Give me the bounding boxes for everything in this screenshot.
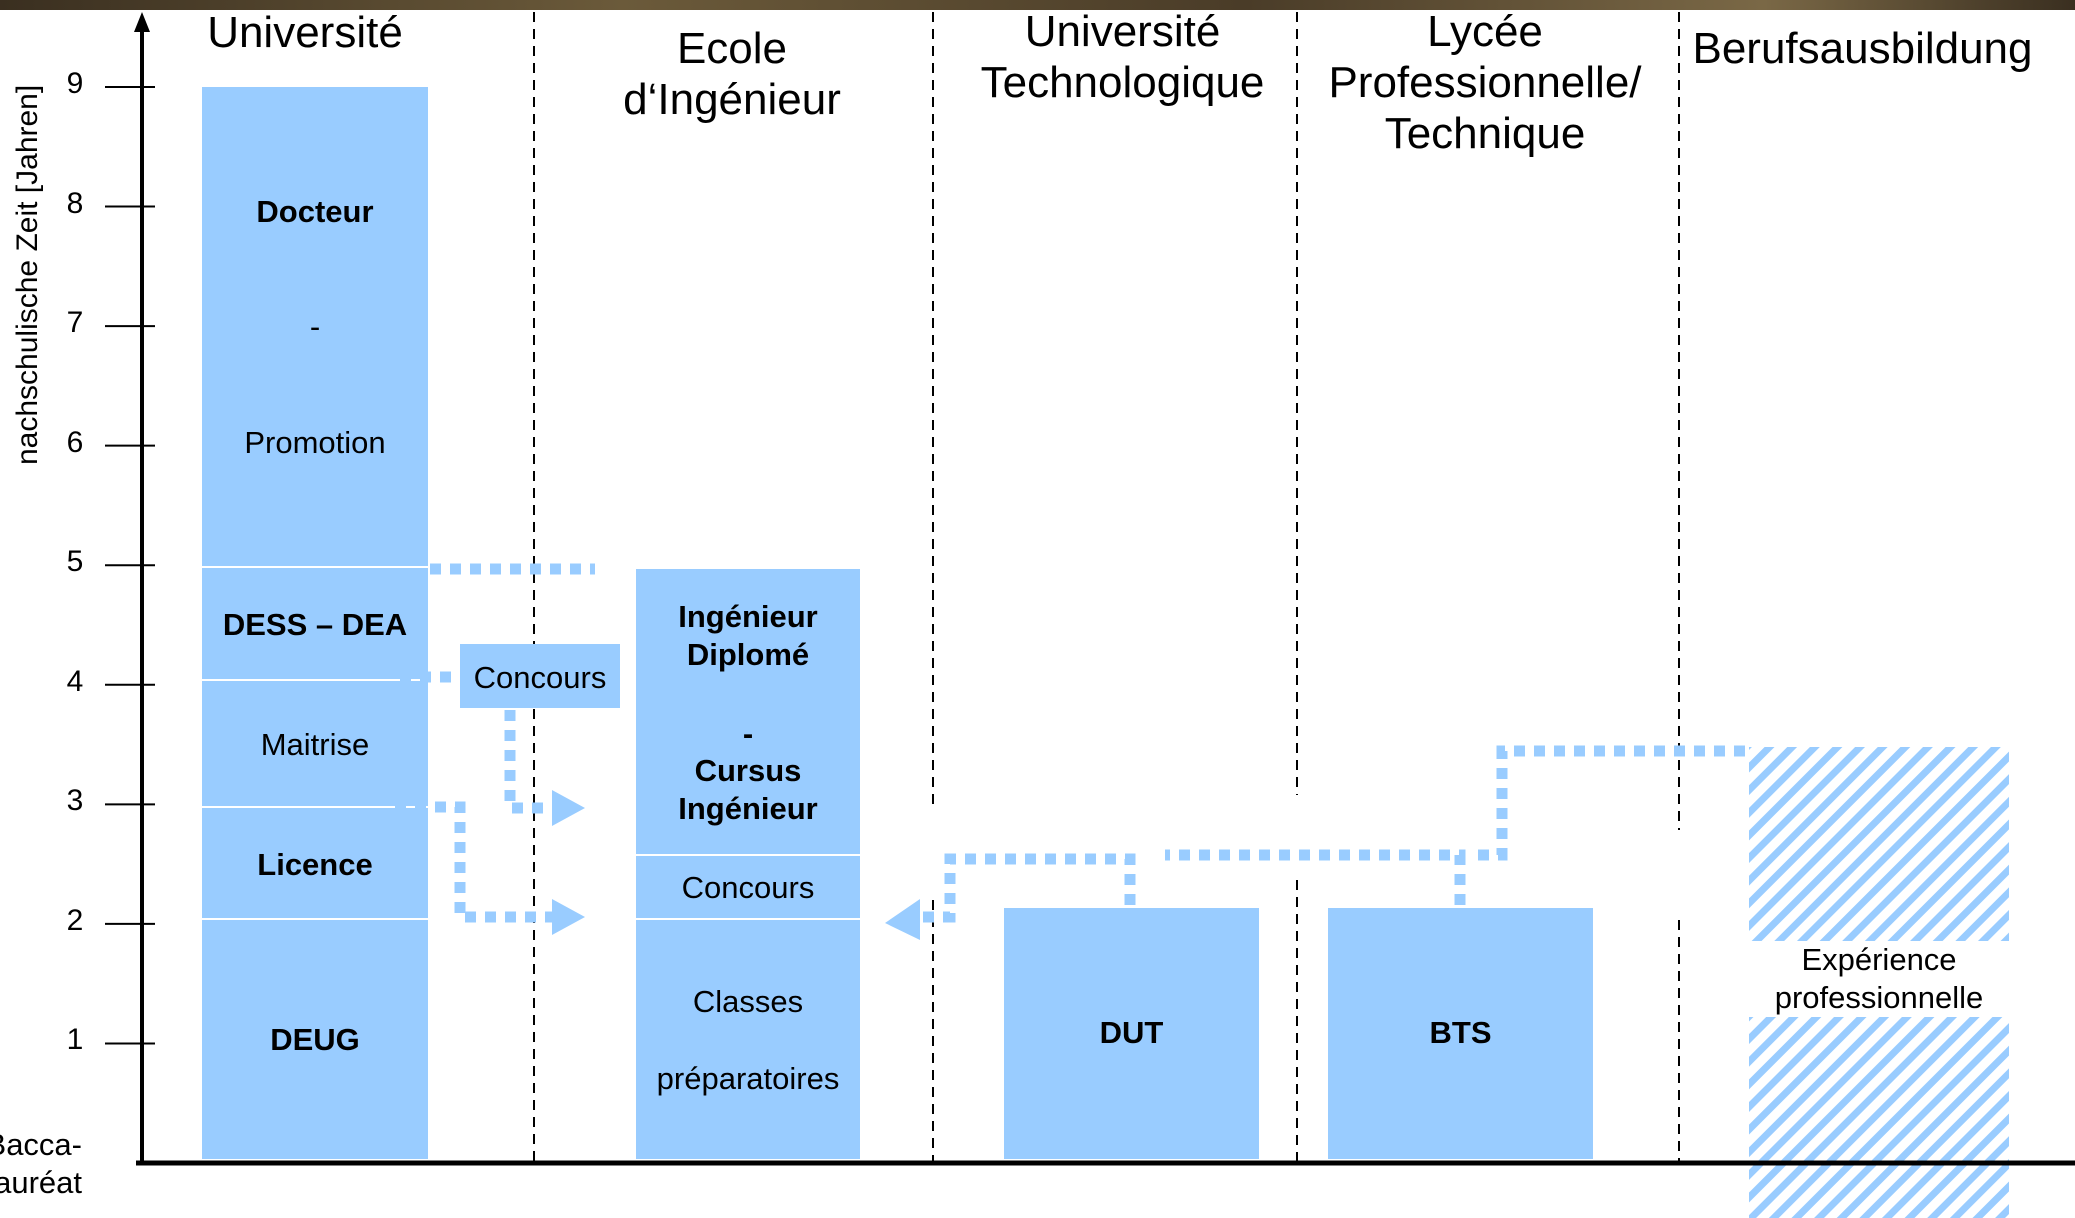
heading-line: Université [1024, 7, 1221, 56]
label-experience: Expérience professionnelle [1749, 941, 2009, 1017]
bts-block [1328, 908, 1593, 1159]
label-ingenieur-diplome: Ingénieur Diplomé [678, 599, 818, 672]
universite-block [202, 87, 428, 1159]
label-dash: - [309, 309, 321, 344]
heading-line: Lycée [1427, 7, 1543, 56]
y-tick-label: 5 [66, 545, 84, 579]
label-dut: DUT [1099, 1015, 1164, 1050]
y-tick-label: 1 [66, 1023, 84, 1057]
y-tick-label: 9 [66, 67, 84, 100]
label-promotion: Promotion [244, 425, 386, 460]
concours-box [460, 644, 620, 708]
ecole-block [636, 569, 860, 1159]
y-tick-label: 2 [66, 903, 84, 937]
baseline-label: Bacca- lauréat [0, 1126, 82, 1202]
ecole-separators [636, 854, 860, 920]
universite-separators [202, 566, 428, 920]
y-tick-label: 7 [66, 306, 84, 340]
label-classes: Classes [692, 984, 804, 1019]
y-tick-label: 8 [66, 186, 84, 220]
arrow-heads [552, 790, 920, 940]
label-licence: Licence [257, 847, 373, 882]
dut-to-ecole-path [915, 853, 1136, 923]
y-tick-label: 3 [66, 784, 84, 818]
arrow-head [552, 899, 585, 935]
y-axis-arrowhead [134, 12, 150, 32]
heading-line: Technologique [980, 58, 1265, 107]
experience-to-bts-path [1470, 745, 1745, 861]
bts-to-dut-path [1165, 849, 1466, 905]
column-heading-ecole: Ecole d‘Ingénieur [582, 23, 882, 125]
label-deug: DEUG [270, 1022, 360, 1057]
label-dess-dea: DESS – DEA [222, 607, 408, 642]
label-ecole-dash: - [742, 716, 754, 751]
heading-line: d‘Ingénieur [623, 75, 841, 124]
heading-line: Professionnelle/ [1328, 58, 1642, 107]
licence-to-ecole-path [395, 801, 555, 923]
baseline-label-line: lauréat [0, 1165, 82, 1200]
label-concours-side: Concours [473, 660, 607, 695]
label-bts: BTS [1429, 1015, 1492, 1050]
label-cursus-ingenieur: Cursus Ingénieur [678, 753, 818, 826]
dut-block [1004, 908, 1259, 1159]
label-concours-ecole: Concours [681, 870, 815, 905]
column-heading-universite-technologique: Université Technologique [960, 6, 1285, 108]
arrow-head [552, 790, 585, 826]
background-strip [0, 0, 2075, 10]
y-axis-title-text: nachschulische Zeit [Jahren] [11, 84, 44, 465]
label-maitrise: Maitrise [260, 727, 370, 762]
label-docteur: Docteur [256, 194, 374, 229]
baseline-label-line: Bacca- [0, 1127, 82, 1162]
connection-paths [395, 563, 1745, 923]
heading-line: Ecole [676, 24, 788, 73]
y-axis-ticks [105, 86, 155, 1045]
column-heading-berufsausbildung: Berufsausbildung [1690, 23, 2035, 74]
column-heading-universite: Université [180, 7, 430, 58]
label-preparatoires: préparatoires [656, 1061, 840, 1096]
column-dividers [533, 12, 1680, 1165]
y-tick-label: 6 [66, 425, 84, 459]
heading-line: Technique [1384, 109, 1586, 158]
y-tick-label: 4 [66, 664, 84, 698]
heading-line: Université [207, 8, 403, 57]
concours-to-ecole-path [504, 710, 555, 814]
column-heading-lycee: Lycée Professionnelle/ Technique [1310, 6, 1660, 159]
arrow-head [885, 899, 920, 940]
heading-line: Berufsausbildung [1692, 24, 2033, 73]
